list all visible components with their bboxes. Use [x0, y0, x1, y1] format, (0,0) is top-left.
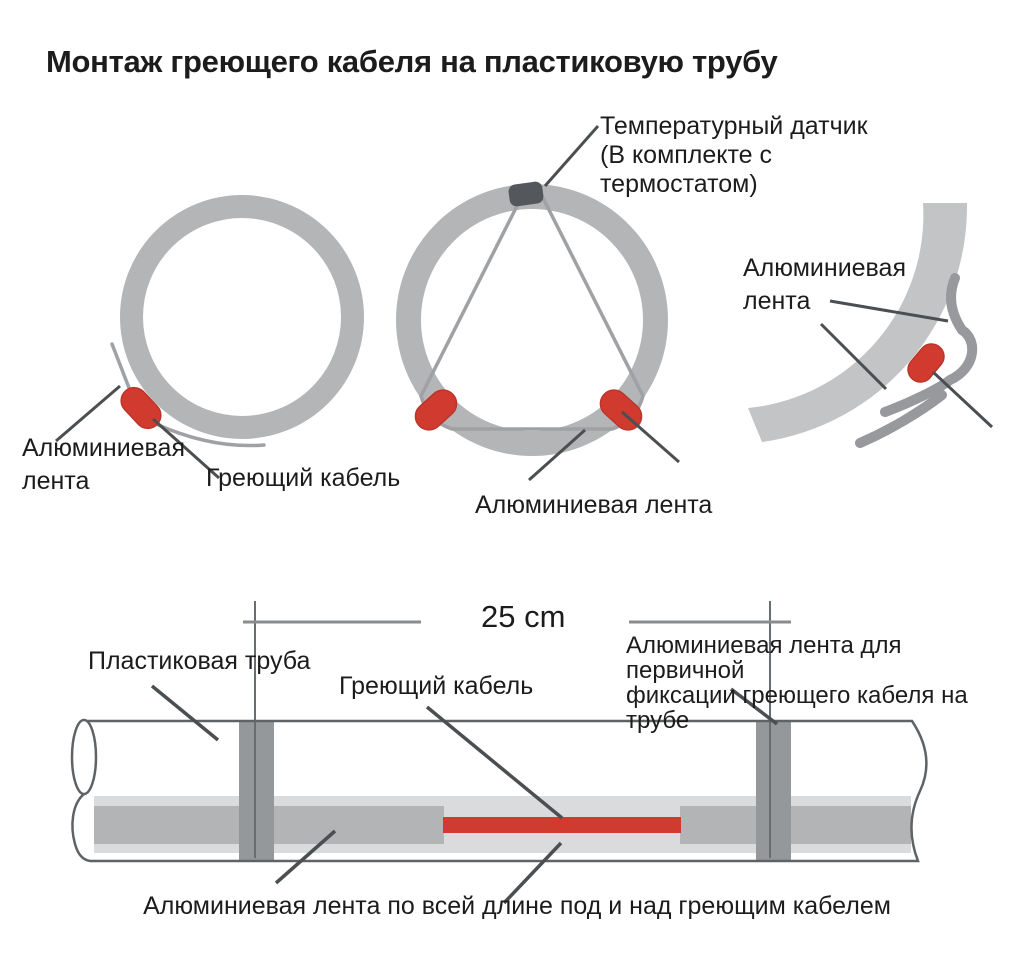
label-heating-cable-left: Греющий кабель	[206, 464, 401, 492]
leader-line	[931, 370, 994, 429]
pipe-outline-left-edge	[71, 793, 91, 863]
temperature-sensor	[508, 181, 544, 207]
leader-line	[150, 684, 220, 742]
pipe-cross-section-middle	[396, 125, 680, 482]
fixation-tape-band	[756, 721, 791, 861]
fixation-tape-band	[239, 721, 274, 861]
label-temperature-sensor: Температурный датчик (В комплекте с терм…	[600, 112, 868, 198]
pipe-cross-section-left	[55, 195, 364, 480]
leader-line	[528, 428, 586, 482]
aluminum-tape-strip	[154, 422, 266, 448]
label-plastic-pipe: Пластиковая труба	[88, 647, 311, 675]
leader-line	[829, 299, 949, 323]
label-full-length-tape: Алюминиевая лента по всей длине под и на…	[143, 892, 891, 920]
pipe-bend-right	[748, 203, 994, 448]
dimension-extension-lines	[254, 601, 771, 858]
heating-cable-dot	[120, 386, 162, 430]
label-heating-cable-bottom: Греющий кабель	[339, 672, 534, 700]
pipe-mouth	[70, 718, 98, 796]
leader-line	[502, 841, 563, 905]
leader-line	[274, 829, 337, 885]
label-aluminum-tape-bend: Алюминиевая лента	[743, 254, 907, 315]
leader-line	[819, 322, 888, 391]
aluminum-tape-wrap	[855, 390, 947, 448]
aluminum-tape-wrap	[880, 273, 978, 417]
page-title: Монтаж греющего кабеля на пластиковую тр…	[46, 44, 778, 79]
label-fixation-tape: Алюминиевая лента для первичной фиксации…	[626, 632, 968, 734]
leader-line	[621, 410, 680, 464]
aluminum-tape-strip	[110, 342, 133, 395]
leader-line	[543, 125, 600, 187]
pipe-outline	[84, 719, 928, 863]
aluminum-tape-over-cable	[680, 806, 911, 844]
leader-line	[425, 705, 564, 820]
leader-line	[152, 417, 220, 480]
leader-line	[55, 384, 121, 443]
label-aluminum-tape-middle: Алюминиевая лента	[475, 491, 713, 519]
heating-cable-strip	[443, 817, 681, 833]
dimension-value-25cm: 25 cm	[481, 599, 566, 634]
pipe-bend-body	[748, 203, 968, 442]
heating-cable-dot	[907, 343, 945, 383]
pipe-ring	[120, 195, 364, 439]
leader-line	[729, 687, 779, 726]
heating-cable-dot	[414, 389, 458, 431]
label-aluminum-tape-left: Алюминиевая лента	[22, 434, 186, 495]
pipe-side-view	[70, 601, 928, 905]
